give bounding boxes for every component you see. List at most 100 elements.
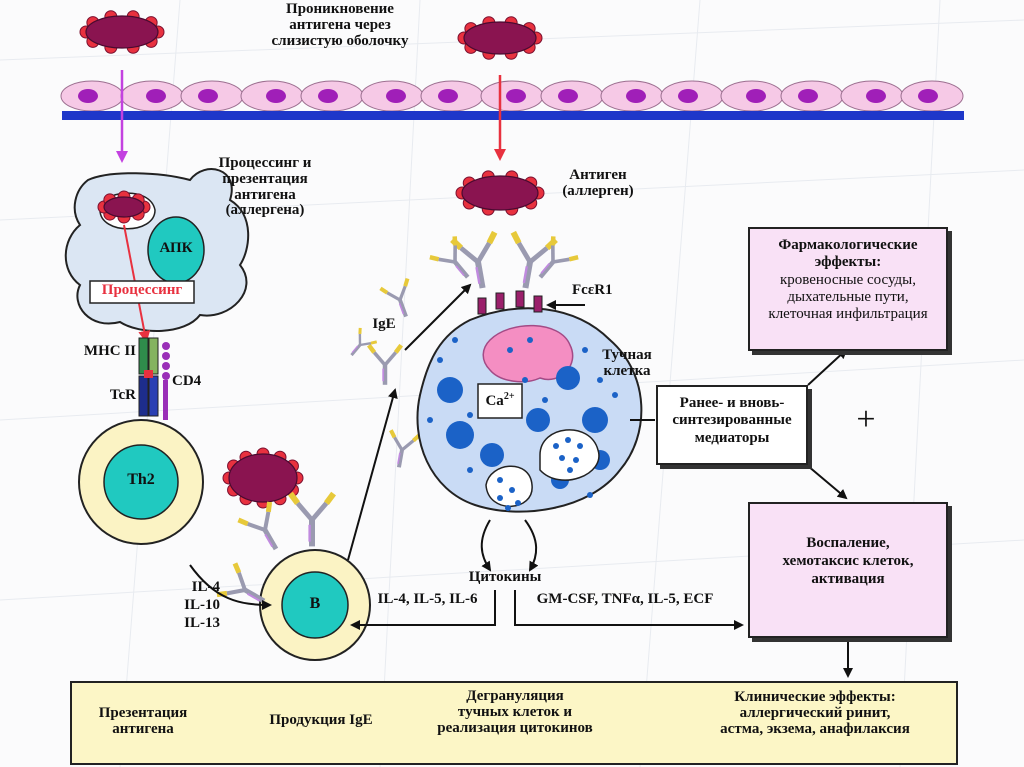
antibody-arm: [528, 246, 549, 264]
granule-small: [467, 412, 473, 418]
il-arrow-to-b: [189, 564, 272, 610]
b-label: B: [309, 595, 321, 612]
antibody-chain: [540, 263, 550, 274]
vesicle-granule: [565, 437, 571, 443]
epithelial-nucleus: [146, 89, 166, 103]
antibody-arm: [551, 245, 555, 263]
antibody-arm: [295, 501, 314, 522]
antibody-stem: [398, 299, 408, 318]
ca-box: [477, 383, 523, 419]
processing-label-line: презентация: [222, 170, 308, 187]
antibody-arm: [372, 351, 387, 367]
antibody-arm: [552, 257, 570, 264]
mediators-box: Ранее- и вновь- синтезированные медиатор…: [656, 385, 808, 465]
th2-label: Th2: [127, 471, 155, 488]
mast-granules: [427, 337, 618, 498]
ige-antibody: [237, 501, 279, 551]
vesicle-granule: [497, 495, 503, 501]
fcer1-receptors: [429, 230, 579, 315]
granule-small: [437, 357, 443, 363]
epithelial-nucleus: [386, 89, 406, 103]
antibody-tip: [237, 517, 249, 527]
granule-small: [527, 337, 533, 343]
antibody-tip: [358, 327, 362, 335]
epithelial-nucleus: [866, 89, 886, 103]
antigen-particle: [79, 10, 165, 54]
mediators-line: медиаторы: [694, 429, 770, 446]
antibody-arm: [516, 241, 533, 264]
epithelial-nucleus: [746, 89, 766, 103]
mhc-label: MHC II: [83, 343, 136, 359]
epithelial-nucleus: [798, 89, 818, 103]
ige-label: IgE: [372, 316, 396, 332]
processing-label-line: (аллергена): [225, 202, 305, 219]
antibody-stem: [538, 260, 555, 279]
ige-antibody: [450, 230, 498, 289]
cytokine-arrow-right: [524, 519, 539, 572]
pharm-title: Фармакологические эффекты:: [750, 237, 946, 272]
antibody-chain: [455, 265, 465, 277]
antibody-arm: [358, 333, 362, 346]
vesicle-granule: [553, 443, 559, 449]
antibody-tip: [568, 255, 579, 262]
il-left-labels: IL-4 IL-10 IL-13: [130, 578, 220, 632]
processing-label-line: антигена: [234, 186, 296, 203]
vesicle-granule: [577, 443, 583, 449]
summary-step-presentation: Презентация антигена: [88, 705, 198, 738]
granule-small: [582, 347, 588, 353]
antigen-particle: [457, 16, 543, 60]
antibody-tip: [379, 286, 389, 295]
antibody-arm: [453, 245, 457, 263]
receptor: [533, 295, 543, 313]
antibody-stem: [522, 261, 533, 289]
free-ige-antibodies: [350, 277, 421, 468]
granule-large: [526, 408, 550, 432]
tcr-label: TcR: [109, 387, 136, 403]
processing-box: [89, 280, 195, 304]
antibody-tip: [510, 230, 522, 245]
ca-text: Ca: [485, 393, 504, 409]
antibody-stem: [475, 261, 486, 289]
summary-step-ige: Продукция IgE: [269, 712, 373, 728]
processing-label: Процессинг и презентация антигена (аллер…: [200, 155, 330, 219]
antigen-body: [103, 196, 145, 218]
fcer1-label: FcεR1: [572, 282, 613, 298]
antibody-arm: [398, 285, 407, 301]
summary-step-clinical: Клинические эффекты: аллергический ринит…: [690, 689, 940, 737]
ca-label: Ca2+: [480, 391, 520, 410]
antibody-tip: [370, 340, 378, 345]
antibody-arm: [386, 291, 401, 302]
granule-large: [446, 421, 474, 449]
antibody-chain: [351, 345, 358, 353]
il-label: IL-10: [184, 597, 220, 613]
epithelial-nucleus: [558, 89, 578, 103]
antibody-tip: [394, 343, 404, 354]
vesicle-granule: [559, 455, 565, 461]
mediators-to-inflammation-arrow: [807, 465, 848, 500]
gmcsf-arrow: [514, 590, 744, 630]
basement-membrane: [62, 111, 964, 120]
antibody-tip: [486, 230, 498, 245]
summary-step-line: тучных клеток и: [457, 703, 573, 720]
antibody-arm: [459, 246, 480, 264]
b-nucleus: [281, 571, 349, 639]
granule-small: [427, 417, 433, 423]
antibody-tip: [324, 491, 337, 505]
granule-small: [452, 337, 458, 343]
antibody-stem: [243, 587, 266, 604]
pharm-title-line: эффекты:: [814, 254, 882, 271]
summary-step-line: аллергический ринит,: [739, 704, 891, 721]
antibody-tip: [403, 277, 410, 287]
antigen-label: Антиген (аллерген): [553, 167, 643, 200]
antibody-chain: [246, 592, 261, 602]
granule-small: [612, 392, 618, 398]
antibody-arm: [383, 351, 398, 367]
antigen-body: [463, 21, 537, 55]
antigen-body: [461, 175, 539, 211]
epithelial-nucleus: [78, 89, 98, 103]
antigen-label-line: (аллерген): [562, 182, 634, 199]
antibody-tip: [429, 255, 440, 262]
epithelial-nucleus: [438, 89, 458, 103]
mediators-line: Ранее- и вновь-: [679, 395, 785, 411]
